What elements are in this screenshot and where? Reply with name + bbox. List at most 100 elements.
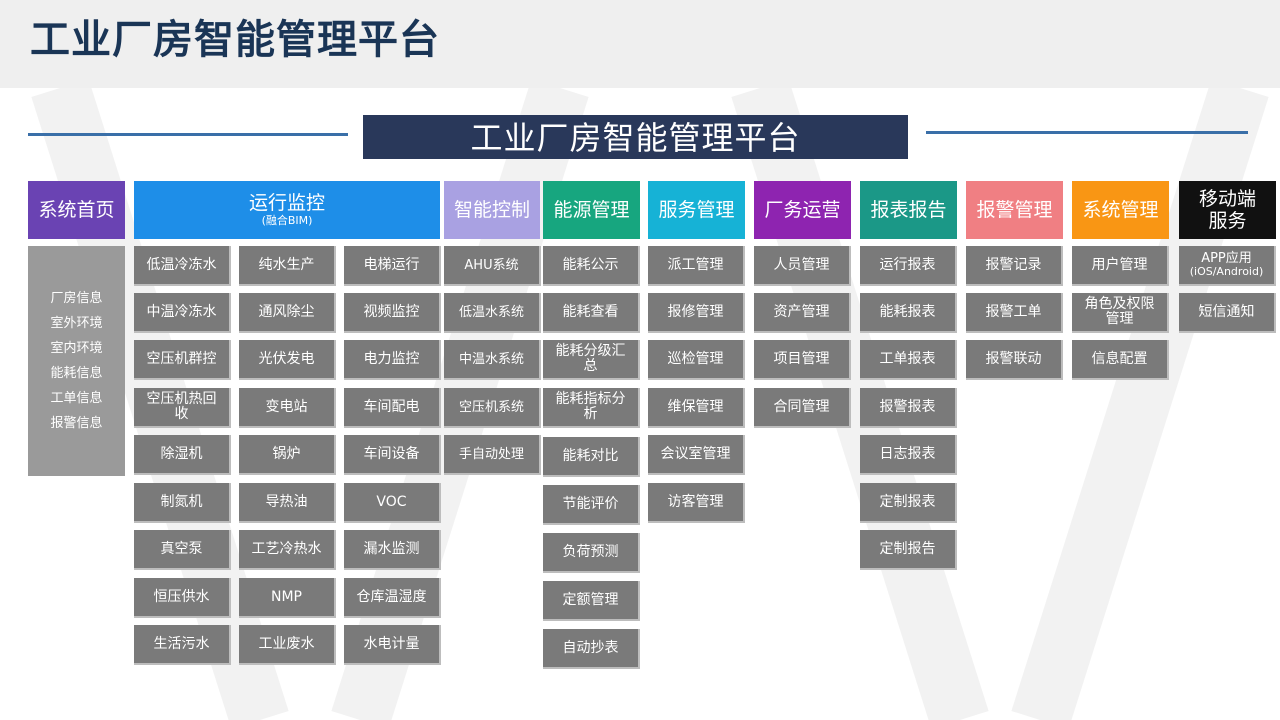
service-item[interactable]: 维保管理 [648,388,745,428]
module-home-header[interactable]: 系统首页 [28,181,125,239]
module-mobile-label-l1: 移动端 [1198,188,1256,210]
module-control-label: 智能控制 [453,199,530,221]
energy-item[interactable]: 定额管理 [543,581,640,621]
module-operation-header[interactable]: 厂务运营 [754,181,851,239]
module-monitor-label: 运行监控 [248,192,325,214]
title-rule-left [28,133,348,136]
module-system-label: 系统管理 [1082,199,1159,221]
mobile-app-platforms: (iOS/Android) [1189,265,1264,278]
module-report-header[interactable]: 报表报告 [860,181,957,239]
monitor-item[interactable]: 导热油 [239,483,336,523]
module-control-header[interactable]: 智能控制 [444,181,540,239]
report-item[interactable]: 定制报告 [860,530,957,570]
energy-item[interactable]: 能耗指标分析 [543,388,640,428]
service-item[interactable]: 巡检管理 [648,340,745,380]
mobile-app-label: APP应用 [1201,251,1252,266]
monitor-item[interactable]: 锅炉 [239,435,336,475]
header-bar: 工业厂房智能管理平台 [0,0,1280,88]
report-item[interactable]: 运行报表 [860,246,957,286]
operation-item[interactable]: 合同管理 [754,388,851,428]
control-item[interactable]: 手自动处理 [444,435,541,475]
monitor-item[interactable]: 除湿机 [134,435,231,475]
mobile-sms-item[interactable]: 短信通知 [1179,293,1276,333]
report-item[interactable]: 工单报表 [860,340,957,380]
monitor-item[interactable]: 空压机热回收 [134,388,231,428]
alarm-item[interactable]: 报警记录 [966,246,1063,286]
home-item[interactable]: 厂房信息 [50,291,103,306]
monitor-item[interactable]: 漏水监测 [344,530,441,570]
monitor-item[interactable]: 生活污水 [134,625,231,665]
home-item[interactable]: 室内环境 [50,341,103,356]
module-home-label: 系统首页 [38,199,115,221]
monitor-item[interactable]: 水电计量 [344,625,441,665]
service-item[interactable]: 报修管理 [648,293,745,333]
operation-item[interactable]: 资产管理 [754,293,851,333]
service-item[interactable]: 访客管理 [648,483,745,523]
energy-item[interactable]: 能耗分级汇总 [543,340,640,380]
monitor-item[interactable]: 仓库温湿度 [344,578,441,618]
system-item[interactable]: 信息配置 [1072,340,1169,380]
operation-item[interactable]: 项目管理 [754,340,851,380]
report-item[interactable]: 报警报表 [860,388,957,428]
home-item[interactable]: 室外环境 [50,316,103,331]
module-service-label: 服务管理 [658,199,735,221]
module-mobile-label-l2: 服务 [1208,210,1247,232]
system-item[interactable]: 用户管理 [1072,246,1169,286]
service-item[interactable]: 会议室管理 [648,435,745,475]
operation-item[interactable]: 人员管理 [754,246,851,286]
monitor-item[interactable]: VOC [344,483,441,523]
module-operation-label: 厂务运营 [764,199,841,221]
monitor-item[interactable]: 工艺冷热水 [239,530,336,570]
monitor-item[interactable]: 制氮机 [134,483,231,523]
monitor-item[interactable]: 电梯运行 [344,246,441,286]
module-system-header[interactable]: 系统管理 [1072,181,1169,239]
monitor-item[interactable]: 纯水生产 [239,246,336,286]
home-item[interactable]: 工单信息 [50,391,103,406]
module-energy-header[interactable]: 能源管理 [543,181,640,239]
module-monitor-sublabel: (融合BIM) [261,214,313,227]
monitor-item[interactable]: 变电站 [239,388,336,428]
module-monitor-header[interactable]: 运行监控(融合BIM) [134,181,440,239]
report-item[interactable]: 定制报表 [860,483,957,523]
monitor-item[interactable]: NMP [239,578,336,618]
page-title: 工业厂房智能管理平台 [30,17,440,63]
mobile-app-item[interactable]: APP应用 (iOS/Android) [1179,246,1276,286]
monitor-item[interactable]: 中温冷冻水 [134,293,231,333]
energy-item[interactable]: 负荷预测 [543,533,640,573]
monitor-item[interactable]: 真空泵 [134,530,231,570]
control-item[interactable]: 低温水系统 [444,293,541,333]
monitor-item[interactable]: 通风除尘 [239,293,336,333]
module-energy-label: 能源管理 [553,199,630,221]
service-item[interactable]: 派工管理 [648,246,745,286]
control-item[interactable]: AHU系统 [444,246,541,286]
monitor-item[interactable]: 恒压供水 [134,578,231,618]
monitor-item[interactable]: 视频监控 [344,293,441,333]
monitor-item[interactable]: 车间设备 [344,435,441,475]
energy-item[interactable]: 能耗查看 [543,293,640,333]
system-item[interactable]: 角色及权限管理 [1072,293,1169,333]
energy-item[interactable]: 节能评价 [543,485,640,525]
monitor-item[interactable]: 车间配电 [344,388,441,428]
title-rule-right [926,131,1248,134]
alarm-item[interactable]: 报警工单 [966,293,1063,333]
monitor-item[interactable]: 光伏发电 [239,340,336,380]
home-item[interactable]: 报警信息 [50,416,103,431]
module-service-header[interactable]: 服务管理 [648,181,745,239]
module-report-label: 报表报告 [870,199,947,221]
report-item[interactable]: 能耗报表 [860,293,957,333]
energy-item[interactable]: 能耗公示 [543,246,640,286]
monitor-item[interactable]: 工业废水 [239,625,336,665]
alarm-item[interactable]: 报警联动 [966,340,1063,380]
monitor-item[interactable]: 低温冷冻水 [134,246,231,286]
module-alarm-header[interactable]: 报警管理 [966,181,1063,239]
module-alarm-label: 报警管理 [976,199,1053,221]
monitor-item[interactable]: 电力监控 [344,340,441,380]
control-item[interactable]: 空压机系统 [444,388,541,428]
report-item[interactable]: 日志报表 [860,435,957,475]
module-mobile-header[interactable]: 移动端服务 [1179,181,1276,239]
monitor-item[interactable]: 空压机群控 [134,340,231,380]
home-item[interactable]: 能耗信息 [50,366,103,381]
energy-item[interactable]: 能耗对比 [543,437,640,477]
energy-item[interactable]: 自动抄表 [543,629,640,669]
control-item[interactable]: 中温水系统 [444,340,541,380]
